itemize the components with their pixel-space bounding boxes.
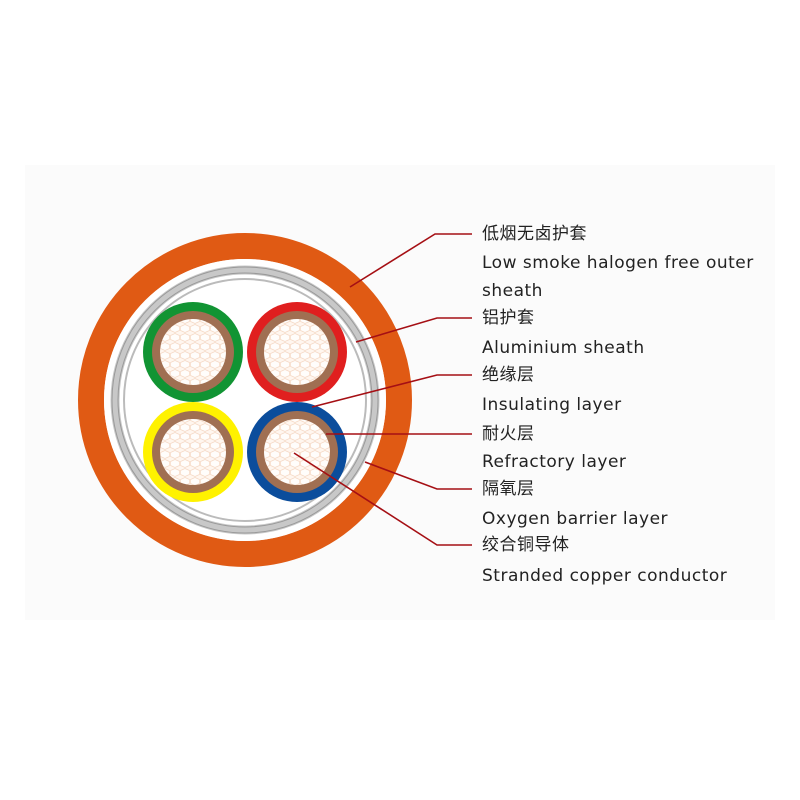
leader-line-aluminium bbox=[355, 317, 472, 343]
core-blue bbox=[247, 402, 347, 502]
core-green bbox=[143, 302, 243, 402]
label-aluminium-zh: 铝护套 bbox=[482, 308, 535, 328]
sheath-edge bbox=[123, 278, 367, 522]
label-insulating-zh: 绝缘层 bbox=[482, 365, 535, 385]
label-oxygen-zh: 隔氧层 bbox=[482, 479, 535, 499]
label-outer-sheath-zh: 低烟无卤护套 bbox=[482, 224, 587, 244]
sheath-edge bbox=[111, 266, 379, 534]
label-conductor-en: Stranded copper conductor bbox=[482, 566, 728, 586]
outer-sheath bbox=[78, 233, 412, 567]
label-refractory-zh: 耐火层 bbox=[482, 424, 535, 444]
core-yellow bbox=[143, 402, 243, 502]
leader-line-outer-sheath bbox=[349, 233, 472, 288]
label-insulating-en: Insulating layer bbox=[482, 395, 622, 415]
label-conductor-zh: 绞合铜导体 bbox=[482, 535, 570, 555]
sheath-edge bbox=[117, 272, 373, 528]
aluminium-sheath bbox=[110, 265, 380, 535]
leader-line-oxygen bbox=[364, 461, 472, 490]
core-red bbox=[247, 302, 347, 402]
label-oxygen-en: Oxygen barrier layer bbox=[482, 509, 669, 529]
oxygen-barrier-layer bbox=[104, 259, 386, 541]
leader-line-conductor bbox=[293, 452, 472, 546]
label-aluminium-en: Aluminium sheath bbox=[482, 338, 645, 358]
leader-line-insulating bbox=[311, 374, 472, 408]
label-refractory-en: Refractory layer bbox=[482, 452, 627, 472]
label-outer-sheath-en-2: sheath bbox=[482, 281, 543, 301]
label-outer-sheath-en: Low smoke halogen free outer bbox=[482, 253, 754, 273]
